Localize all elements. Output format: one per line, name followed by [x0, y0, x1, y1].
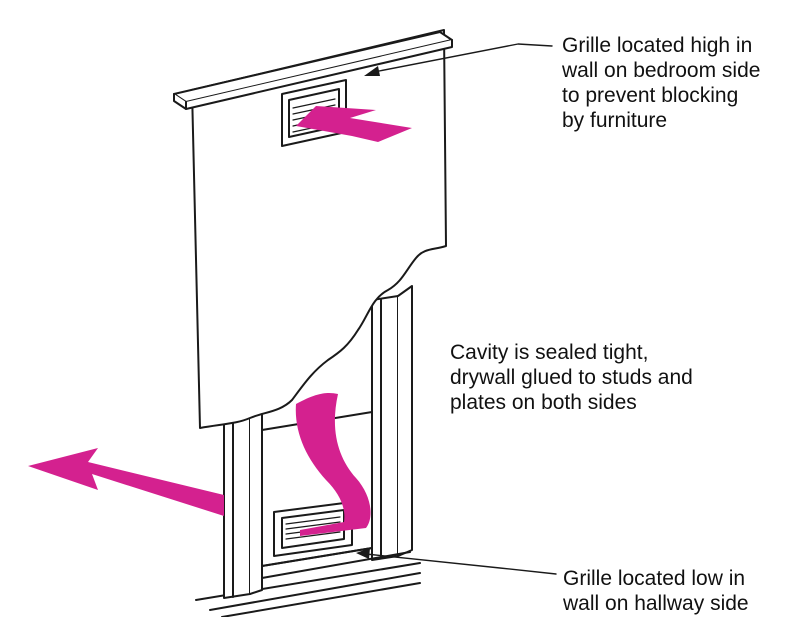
- callout-cavity-line-1: Cavity is sealed tight,: [450, 341, 649, 364]
- right-stud: [371, 285, 413, 561]
- callout-cavity-line-3: plates on both sides: [450, 391, 637, 414]
- cavity-airflow-ribbon: [295, 393, 371, 536]
- hallway-airflow-arrow: [28, 448, 224, 516]
- callout-top-line-4: by furniture: [562, 109, 668, 132]
- callout-bottom-line-1: Grille located low in: [563, 567, 746, 590]
- callout-top-line-3: to prevent blocking: [562, 84, 739, 107]
- callout-cavity: Cavity is sealed tight, drywall glued to…: [450, 340, 693, 415]
- callout-top-grille: Grille located high in wall on bedroom s…: [562, 33, 760, 133]
- callout-top-line-1: Grille located high in: [562, 34, 753, 57]
- leader-bottom-grille: [356, 548, 557, 575]
- leader-top-grille: [364, 43, 553, 76]
- top-plate-ledge: [173, 31, 453, 110]
- callout-cavity-line-2: drywall glued to studs and: [450, 366, 693, 389]
- callout-top-line-2: wall on bedroom side: [562, 59, 761, 82]
- left-stud: [223, 403, 263, 599]
- callout-bottom-grille: Grille located low in wall on hallway si…: [563, 566, 749, 616]
- callout-bottom-line-2: wall on hallway side: [563, 592, 749, 615]
- bedroom-airflow-arrow: [296, 106, 412, 142]
